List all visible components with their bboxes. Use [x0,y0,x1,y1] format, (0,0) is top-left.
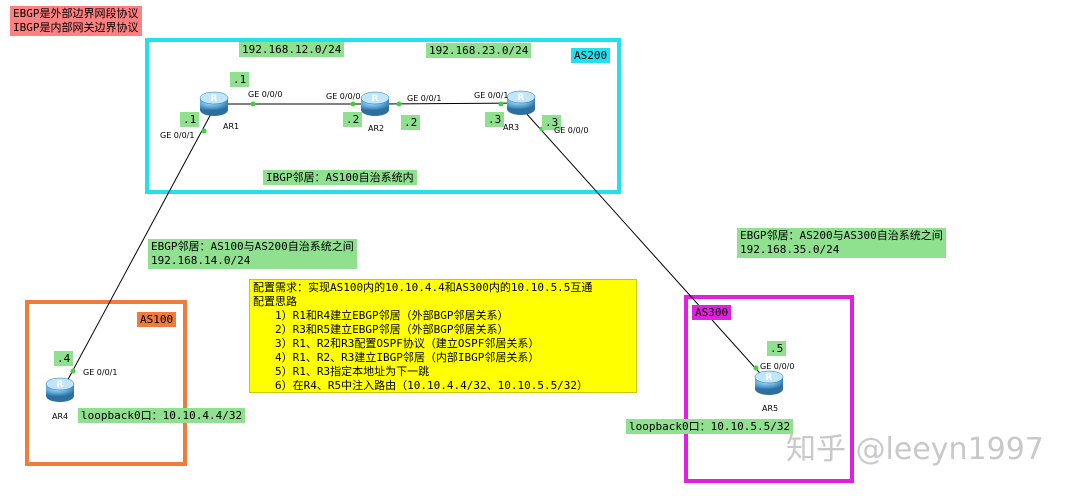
as300-box [684,295,854,483]
ebgp-left-label: EBGP邻居：AS100与AS200自治系统之间 192.168.14.0/24 [148,239,357,269]
ar3-right-ip: .3 [542,115,562,130]
as100-box [25,300,187,466]
router-ar2[interactable]: R [360,91,390,116]
note-step: 3）R1、R2和R3配置OSPF协议（建立OSPF邻居关系） [275,337,540,350]
router-ar1[interactable]: R [199,91,229,116]
link-ar3-ar5 [524,111,767,381]
ibgp-neighbor-label: IBGP邻居：AS100自治系统内 [263,170,417,185]
legend-ibgp: IBGP是内部网关边界协议 [13,21,139,34]
router-name-ar3: AR3 [503,123,520,132]
ar1-ge001-label: GE 0/0/1 [160,131,195,140]
note-step: 5）R1、R3指定本地址为下一跳 [275,365,430,378]
note-step: 2）R3和R5建立EBGP邻居（外部BGP邻居关系） [275,323,509,336]
note-title: 配置需求：实现AS100内的10.10.4.4和AS300内的10.10.5.5… [253,281,593,294]
ar5-loopback-label: loopback0口：10.10.5.5/32 [626,419,794,434]
ar1-top-ip: .1 [230,72,250,87]
svg-text:R: R [766,373,773,383]
router-ar3[interactable]: R [506,90,536,115]
svg-text:R: R [57,380,64,390]
subnet-23-label: 192.168.23.0/24 [426,43,532,58]
ar4-ge001-label: GE 0/0/1 [83,368,118,377]
ebgp-right-line1: EBGP邻居：AS200与AS300自治系统之间 [740,229,943,242]
ebgp-left-line2: 192.168.14.0/24 [151,254,251,267]
ar5-ip: .5 [767,341,787,356]
ar3-left-ip: .3 [485,112,505,127]
protocol-legend: EBGP是外部边界网段协议 IBGP是内部网关边界协议 [10,6,142,36]
router-name-ar2: AR2 [368,124,385,133]
ar2-left-ip: .2 [343,112,363,127]
ar3-ge000-label: GE 0/0/0 [554,126,589,135]
router-name-ar1: AR1 [223,122,240,131]
note-subtitle: 配置思路 [253,295,297,308]
note-step: 6）在R4、R5中注入路由（10.10.4.4/32、10.10.5.5/32） [275,379,589,392]
svg-text:R: R [372,94,379,104]
ebgp-left-line1: EBGP邻居：AS100与AS200自治系统之间 [151,240,354,253]
ar3-ge001-label: GE 0/0/1 [474,91,509,100]
svg-text:R: R [518,93,525,103]
subnet-12-label: 192.168.12.0/24 [239,42,345,57]
note-step: 1）R1和R4建立EBGP邻居（外部BGP邻居关系） [275,309,509,322]
as200-label: AS200 [571,48,611,63]
config-requirements-note: 配置需求：实现AS100内的10.10.4.4和AS300内的10.10.5.5… [249,279,637,393]
as200-box [145,38,621,194]
watermark: 知乎 @leeyn1997 [786,432,1044,467]
ar2-ge000-label: GE 0/0/0 [326,92,361,101]
ar4-loopback-label: loopback0口：10.10.4.4/32 [78,408,246,423]
router-ar4[interactable]: R [45,377,75,402]
ebgp-right-label: EBGP邻居：AS200与AS300自治系统之间 192.168.35.0/24 [737,228,946,258]
ar2-ge001-label: GE 0/0/1 [407,94,442,103]
ebgp-right-line2: 192.168.35.0/24 [740,243,840,256]
router-name-ar5: AR5 [762,404,779,413]
as100-label: AS100 [137,312,177,327]
router-name-ar4: AR4 [52,412,69,421]
legend-ebgp: EBGP是外部边界网段协议 [13,7,139,20]
ar5-ge000-label: GE 0/0/0 [760,362,795,371]
ar1-left-ip: .1 [180,112,200,127]
link-ar1-ar4 [64,111,213,386]
note-step: 4）R1、R2、R3建立IBGP邻居（内部IBGP邻居关系） [275,351,540,364]
router-ar5[interactable]: R [754,370,784,395]
svg-text:R: R [211,94,218,104]
as300-label: AS300 [692,305,732,320]
ar4-ip: .4 [54,351,74,366]
ar2-right-ip: .2 [401,115,421,130]
ar1-ge000-label: GE 0/0/0 [248,90,283,99]
